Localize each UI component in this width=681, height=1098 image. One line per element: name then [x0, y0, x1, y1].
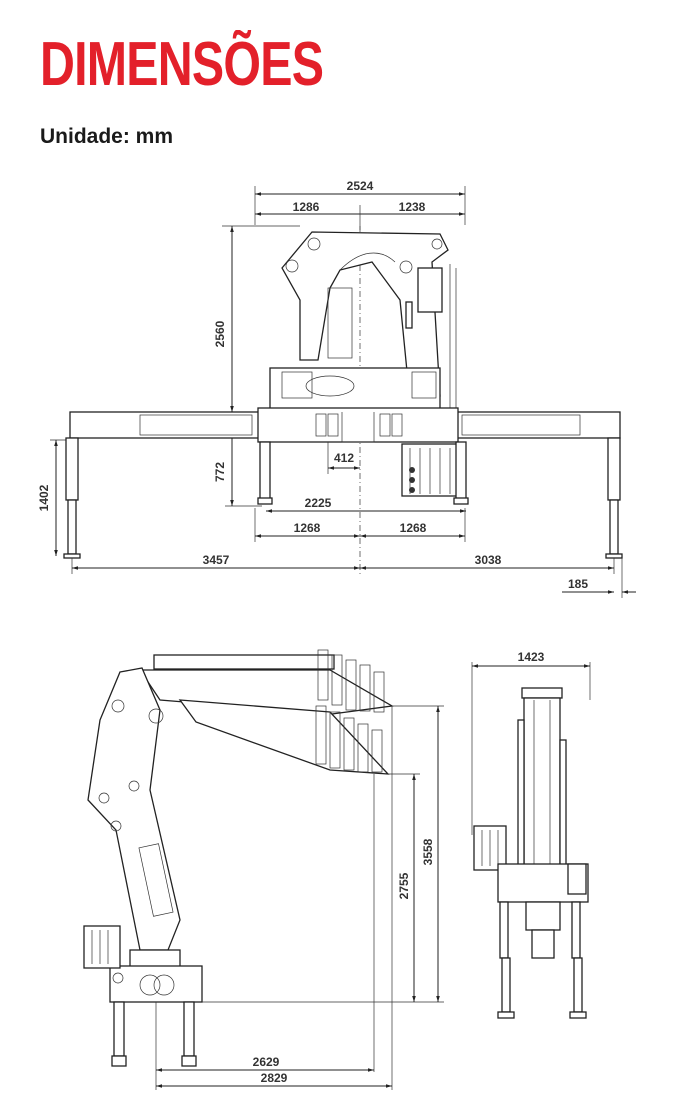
dim-3457: 3457 — [203, 553, 230, 567]
unit-label: Unidade: mm — [40, 125, 174, 148]
dim-1268-left: 1268 — [294, 521, 321, 535]
front-view — [50, 186, 636, 598]
dim-1268-right: 1268 — [400, 521, 427, 535]
dim-2755: 2755 — [397, 872, 411, 899]
dim-1402: 1402 — [37, 484, 51, 511]
dim-2829: 2829 — [261, 1071, 288, 1085]
dim-2225: 2225 — [305, 496, 332, 510]
dim-185: 185 — [568, 577, 588, 591]
boom-tips — [315, 649, 385, 773]
dim-1238: 1238 — [399, 200, 426, 214]
side-view — [83, 649, 444, 1090]
end-view — [471, 662, 591, 1019]
dim-2560: 2560 — [213, 320, 227, 347]
dim-3558: 3558 — [421, 838, 435, 865]
dim-412: 412 — [334, 451, 354, 465]
dim-1286: 1286 — [293, 200, 320, 214]
page-title: DIMENSÕES — [40, 30, 324, 99]
dim-3038: 3038 — [475, 553, 502, 567]
dim-2629: 2629 — [253, 1055, 280, 1069]
control-valves — [401, 443, 461, 497]
dim-2524: 2524 — [347, 179, 374, 193]
dim-772: 772 — [213, 462, 227, 482]
dim-1423: 1423 — [518, 650, 545, 664]
